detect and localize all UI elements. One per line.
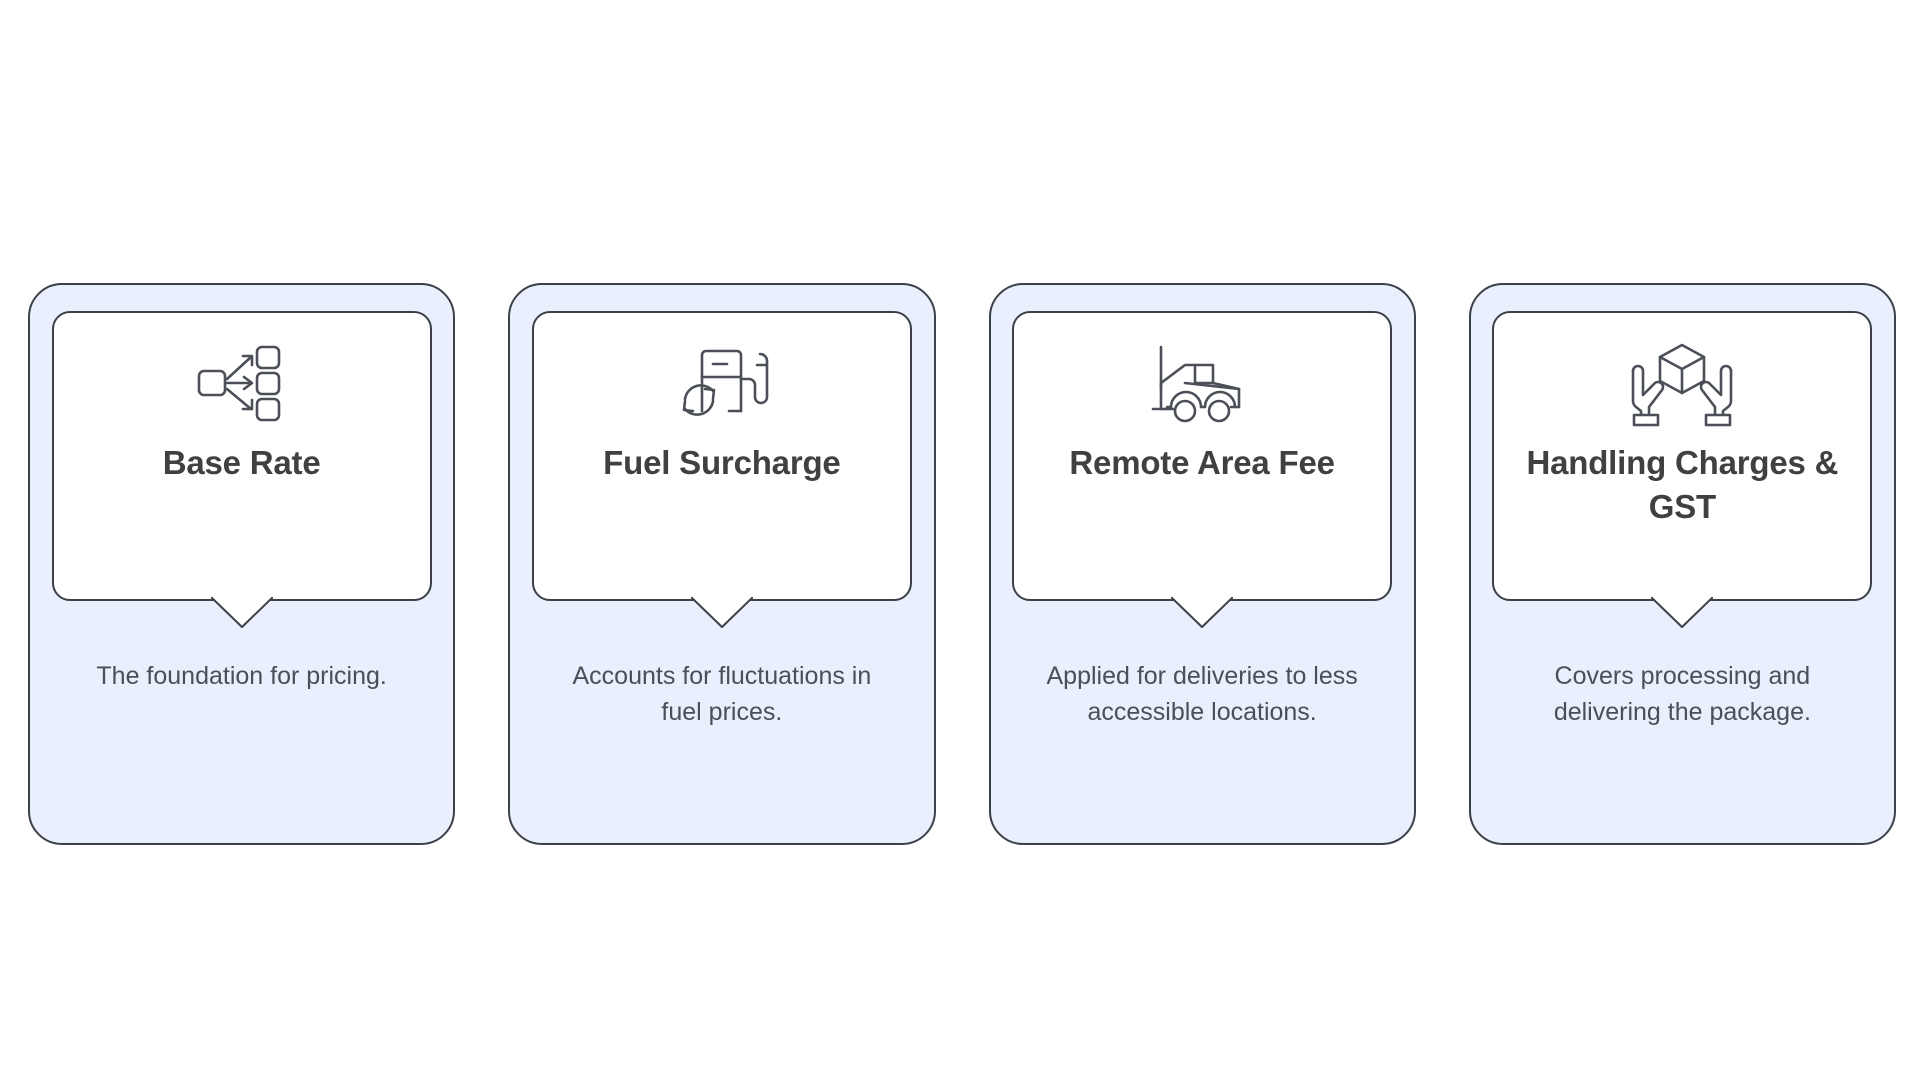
card-remote-area-fee[interactable]: Remote Area Fee Applied for deliveries t… — [988, 283, 1416, 845]
callout-bubble: Handling Charges & GST — [1492, 311, 1873, 628]
distribution-split-icon — [187, 339, 297, 427]
card-handling-charges-gst[interactable]: Handling Charges & GST Covers processing… — [1468, 283, 1896, 845]
bubble-tail-icon — [1171, 597, 1234, 628]
card-fuel-surcharge[interactable]: Fuel Surcharge Accounts for fluctuations… — [508, 283, 936, 845]
cards-row: Base Rate The foundation for pricing. — [28, 283, 1896, 845]
card-title: Fuel Surcharge — [603, 444, 841, 481]
card-description: Covers processing and delivering the pac… — [1553, 662, 1811, 726]
card-title: Base Rate — [162, 444, 321, 481]
hands-holding-package-icon — [1627, 339, 1737, 427]
card-base-rate[interactable]: Base Rate The foundation for pricing. — [28, 283, 456, 845]
callout-bubble: Remote Area Fee — [1012, 311, 1393, 628]
bubble-tail-icon — [1651, 597, 1714, 628]
card-title: Remote Area Fee — [1069, 444, 1335, 481]
bubble-tail-icon — [210, 597, 273, 628]
offroad-truck-antenna-icon — [1147, 339, 1257, 427]
card-description: The foundation for pricing. — [96, 662, 387, 690]
fuel-pump-refresh-icon — [667, 339, 777, 427]
callout-bubble: Base Rate — [51, 311, 432, 628]
card-description: Applied for deliveries to less accessibl… — [1046, 662, 1358, 726]
bubble-tail-icon — [690, 597, 753, 628]
card-title: Handling Charges & GST — [1526, 444, 1839, 525]
callout-bubble: Fuel Surcharge — [531, 311, 912, 628]
card-description: Accounts for fluctuations in fuel prices… — [572, 662, 872, 726]
